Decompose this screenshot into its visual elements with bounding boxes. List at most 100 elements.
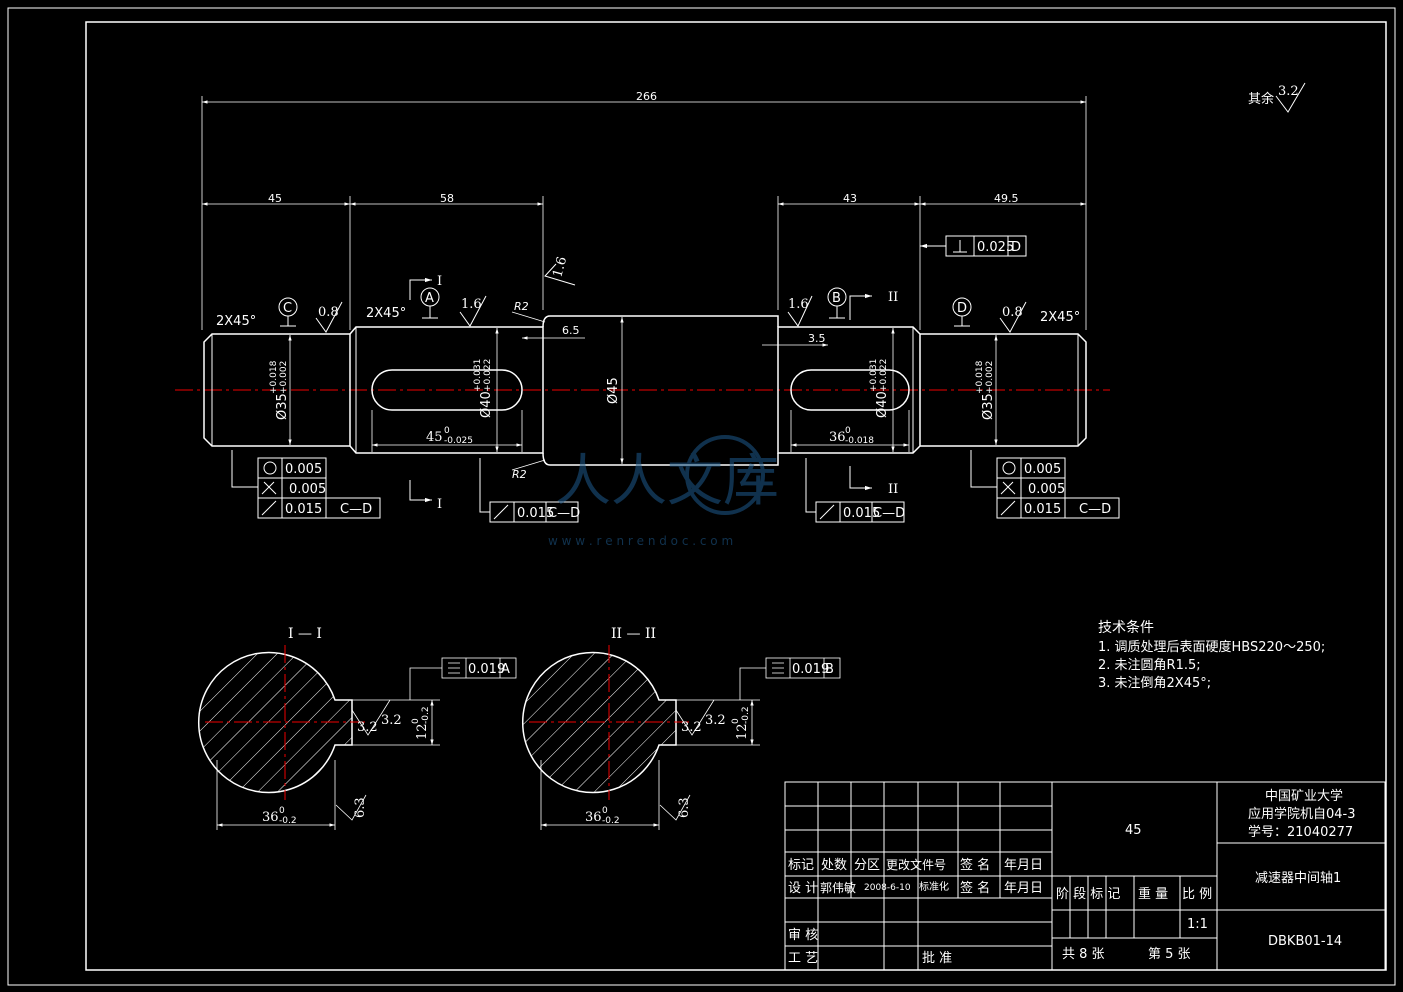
roughness-values: 0.8 1.6 1.6 0.8 1.6 <box>318 255 1023 320</box>
svg-text:I: I <box>437 274 442 289</box>
svg-text:B: B <box>832 291 841 306</box>
svg-text:49.5: 49.5 <box>994 192 1019 205</box>
technical-requirements: 技术条件 1. 调质处理后表面硬度HBS220～250; 2. 未注圆角R1.5… <box>1098 619 1325 691</box>
svg-text:1.6: 1.6 <box>788 297 809 312</box>
svg-text:II: II <box>888 290 898 305</box>
svg-text:阶 段 标 记: 阶 段 标 记 <box>1056 887 1120 902</box>
svg-text:批 准: 批 准 <box>922 951 952 966</box>
svg-text:C—D: C—D <box>548 506 580 521</box>
svg-text:R2: R2 <box>514 300 529 313</box>
tolerance-frame-top-right <box>920 235 1027 257</box>
svg-text:1.6: 1.6 <box>550 255 570 279</box>
svg-text:1. 调质处理后表面硬度HBS220～250;: 1. 调质处理后表面硬度HBS220～250; <box>1098 639 1325 655</box>
svg-text:+0.002: +0.002 <box>985 361 995 394</box>
tolerance-frame-mid-right-text: 0.015 C—D <box>843 506 905 521</box>
svg-text:R2: R2 <box>512 468 527 481</box>
dimension-texts: 266 45 58 43 49.5 6.5 3.5 R2 R2 2X45° 2X… <box>216 90 1080 481</box>
svg-text:0.015: 0.015 <box>517 506 554 521</box>
svg-text:+0.018: +0.018 <box>269 360 279 394</box>
svg-text:更改文件号: 更改文件号 <box>886 857 946 872</box>
svg-text:6.3: 6.3 <box>677 797 692 818</box>
svg-text:3. 未注倒角2X45°;: 3. 未注倒角2X45°; <box>1098 676 1211 691</box>
svg-text:审 核: 审 核 <box>788 928 818 943</box>
svg-text:2. 未注圆角R1.5;: 2. 未注圆角R1.5; <box>1098 658 1201 673</box>
tolerance-frame-left <box>231 450 381 519</box>
svg-text:0.015: 0.015 <box>285 502 322 517</box>
svg-text:+0.031: +0.031 <box>473 359 483 392</box>
svg-text:D: D <box>957 301 967 316</box>
svg-text:0: 0 <box>279 806 285 816</box>
title-block <box>784 781 1386 971</box>
datum-symbols <box>278 287 972 327</box>
svg-text:Ø35: Ø35 <box>275 393 290 420</box>
svg-text:1:1: 1:1 <box>1187 917 1208 932</box>
svg-text:45: 45 <box>268 192 282 205</box>
svg-text:36: 36 <box>829 430 846 445</box>
svg-text:0: 0 <box>602 806 608 816</box>
svg-text:分区: 分区 <box>854 858 880 873</box>
svg-text:标准化: 标准化 <box>919 880 949 893</box>
svg-text:0.8: 0.8 <box>1002 305 1023 320</box>
svg-text:DBKB01-14: DBKB01-14 <box>1268 934 1342 949</box>
svg-text:-0.018: -0.018 <box>845 436 874 446</box>
svg-text:0.019: 0.019 <box>468 662 505 677</box>
svg-text:处数: 处数 <box>821 858 847 873</box>
svg-text:A: A <box>425 291 434 306</box>
svg-text:0: 0 <box>731 718 741 724</box>
svg-text:2X45°: 2X45° <box>366 306 406 321</box>
svg-text:+0.031: +0.031 <box>869 359 879 392</box>
svg-text:I: I <box>437 497 442 512</box>
svg-text:+0.018: +0.018 <box>975 360 985 394</box>
svg-text:0: 0 <box>411 718 421 724</box>
tolerance-frame-mid-right <box>805 458 905 523</box>
svg-text:工 艺: 工 艺 <box>788 951 818 966</box>
svg-text:B: B <box>825 662 834 677</box>
svg-text:3.2: 3.2 <box>381 713 402 728</box>
svg-text:共 8 张: 共 8 张 <box>1062 947 1105 962</box>
svg-text:D: D <box>1011 240 1021 255</box>
svg-text:0: 0 <box>444 426 450 436</box>
svg-text:0.005: 0.005 <box>285 462 322 477</box>
svg-text:Ø35: Ø35 <box>981 393 996 420</box>
svg-text:C—D: C—D <box>873 506 905 521</box>
section-cut-marks <box>409 277 872 503</box>
svg-text:-0.025: -0.025 <box>444 436 473 446</box>
svg-text:标记: 标记 <box>788 858 814 873</box>
svg-text:266: 266 <box>636 90 657 103</box>
section-view-1: I — I 36 0 -0.2 3.2 3.2 6.3 12 0 -0.2 <box>198 626 517 830</box>
svg-text:3.2: 3.2 <box>681 720 702 735</box>
svg-text:36: 36 <box>262 810 279 825</box>
svg-text:学号：21040277: 学号：21040277 <box>1248 824 1353 840</box>
svg-text:43: 43 <box>843 192 857 205</box>
svg-text:6.3: 6.3 <box>353 797 368 818</box>
svg-text:A: A <box>501 662 510 677</box>
svg-text:58: 58 <box>440 192 454 205</box>
svg-text:年月日: 年月日 <box>1004 858 1043 873</box>
roughness-symbols <box>315 263 1027 333</box>
datum-letters: C A B D <box>283 291 967 316</box>
svg-text:12: 12 <box>415 723 430 740</box>
svg-text:3.2: 3.2 <box>1278 84 1299 99</box>
svg-text:+0.022: +0.022 <box>483 359 493 392</box>
tolerance-frame-mid-left <box>479 458 579 523</box>
svg-text:郭伟敏: 郭伟敏 <box>820 880 856 895</box>
svg-text:0.015: 0.015 <box>843 506 880 521</box>
svg-text:其余: 其余 <box>1248 91 1274 107</box>
svg-text:0.015: 0.015 <box>1024 502 1061 517</box>
svg-text:Ø40: Ø40 <box>875 391 890 418</box>
section-view-2: II — II 36 0 -0.2 3.2 3.2 6.3 12 0 -0.2 <box>522 626 841 830</box>
svg-text:减速器中间轴1: 减速器中间轴1 <box>1255 871 1341 886</box>
svg-text:签 名: 签 名 <box>960 880 990 896</box>
svg-text:+0.022: +0.022 <box>879 359 889 392</box>
tolerance-frame-left-text: 0.005 0.005 0.015 C—D <box>285 462 372 517</box>
svg-text:应用学院机自04-3: 应用学院机自04-3 <box>1248 806 1356 822</box>
svg-text:0: 0 <box>845 426 851 436</box>
svg-text:0.005: 0.005 <box>289 482 326 497</box>
other-surfaces-roughness: 其余 3.2 <box>1248 82 1306 113</box>
svg-text:设 计: 设 计 <box>788 881 818 896</box>
svg-text:0.005: 0.005 <box>1024 462 1061 477</box>
watermark: 人人文库 w w w . r e n r e n d o c . c o m <box>548 435 779 548</box>
svg-text:-0.2: -0.2 <box>279 816 297 826</box>
svg-text:0.005: 0.005 <box>1028 482 1065 497</box>
svg-text:0.8: 0.8 <box>318 305 339 320</box>
